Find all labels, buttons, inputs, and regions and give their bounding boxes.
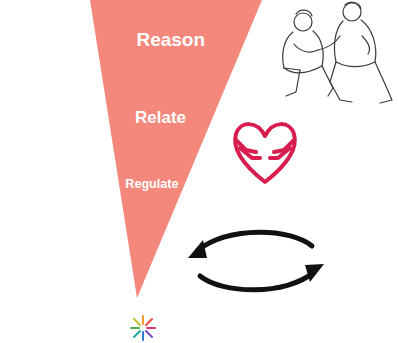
level-label: Relate bbox=[135, 108, 186, 128]
people-sketch bbox=[283, 2, 392, 103]
cycle-arrows bbox=[188, 232, 324, 290]
star-logo bbox=[131, 316, 155, 340]
level-label: Regulate bbox=[125, 177, 178, 191]
triangle-fill bbox=[90, 0, 262, 298]
heart-hands-icon bbox=[235, 124, 295, 182]
level-label: Reason bbox=[136, 29, 205, 51]
triangle-band: ReasonRelateRegulate bbox=[90, 0, 262, 298]
